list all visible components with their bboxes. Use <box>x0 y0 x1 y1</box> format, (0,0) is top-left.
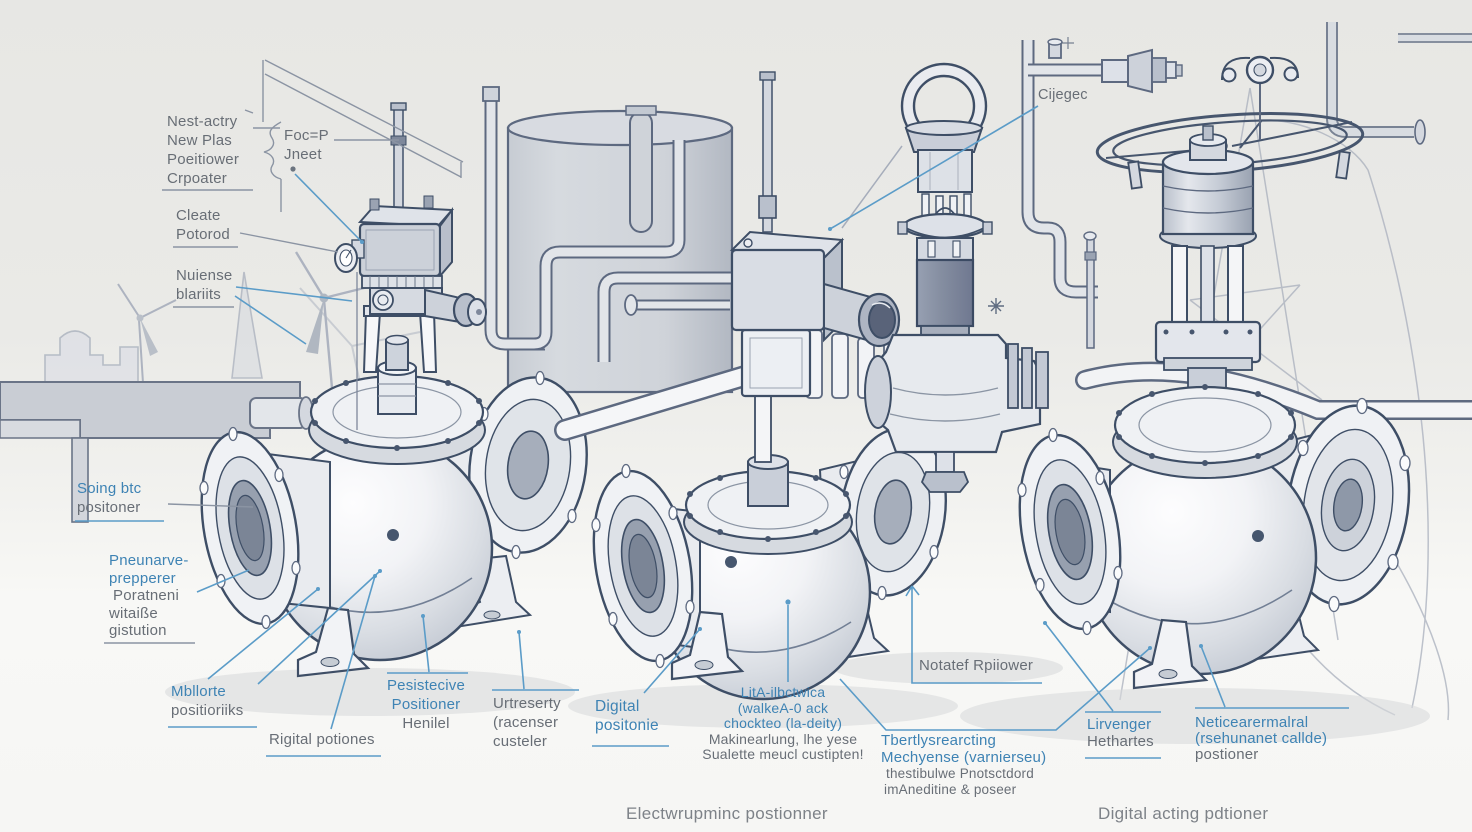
pressure-gauge-icon <box>334 243 358 273</box>
label-notatef: Notatef Rpiiower <box>919 657 1034 674</box>
label-mbllorte: Mbllorte positioriiks <box>171 683 244 719</box>
background-sketch <box>44 87 1450 721</box>
wind-turbine-icon <box>117 283 177 384</box>
caption-electropneumatic-positioner: Electwrupminc postionner <box>626 804 828 823</box>
lens-icon <box>857 292 901 348</box>
canister-actuator <box>1154 125 1262 393</box>
label-tbertlysrearcting: Tbertlysrearcting Mechyense (varnierseu)… <box>881 732 1047 797</box>
leader-lines <box>75 105 1349 759</box>
crosshair-icon <box>988 298 1004 314</box>
label-pneunarve: Pneunarve- prepperer Poratneni witaiße g… <box>109 552 189 639</box>
tank-piping-sketch <box>482 86 745 362</box>
buildings-sketch <box>44 330 139 384</box>
pipe-fitting-sketch <box>1101 48 1183 94</box>
label-pesistecive: Pesistecive Positioner Henilel <box>386 677 466 732</box>
tower-sketch <box>231 271 263 379</box>
middle-valve-illustration <box>591 71 948 701</box>
label-digital-positonie: Digital positonie <box>595 698 659 734</box>
label-cijegec: Cijegec <box>1038 87 1088 103</box>
left-positioner-box <box>334 102 487 430</box>
label-foc-p: Foc=P Jneet <box>284 127 329 163</box>
side-handwheel-icon <box>452 292 487 328</box>
label-lirvenger: Lirvenger Hethartes <box>1087 716 1154 750</box>
label-nest-actry: Nest-actry New Plas Poeitiower Crpoater <box>167 113 240 187</box>
label-rigital-potiones: Rigital potiones <box>269 731 375 748</box>
floor-shadows <box>165 652 1430 744</box>
foreground-pipe-sketch <box>554 362 766 441</box>
label-neticearermalral: Neticearermalral (rsehunanet callde) pos… <box>1195 714 1328 763</box>
middle-positioner-box <box>729 71 901 348</box>
crosshair-icon <box>1062 37 1074 49</box>
solenoid-actuator-illustration <box>841 62 1049 493</box>
top-ornament-icon <box>1221 55 1299 140</box>
annotation-sketch-lines <box>104 59 464 644</box>
right-valve-illustration <box>1017 55 1411 690</box>
caption-digital-acting-positioner: Digital acting pdtioner <box>1098 804 1269 823</box>
label-soing-btc: Soing btc positoner <box>77 480 142 516</box>
label-lita-ilbctwica: LitA-ilbctwica (walkeA-0 ack chockteo (l… <box>702 684 864 762</box>
label-cleate: Cleate Potorod <box>176 207 230 243</box>
label-nuiense: Nuiense blariits <box>176 267 233 303</box>
left-valve-illustration <box>199 102 589 678</box>
label-urtreserty: Urtreserty (racenser custeler <box>493 695 561 750</box>
